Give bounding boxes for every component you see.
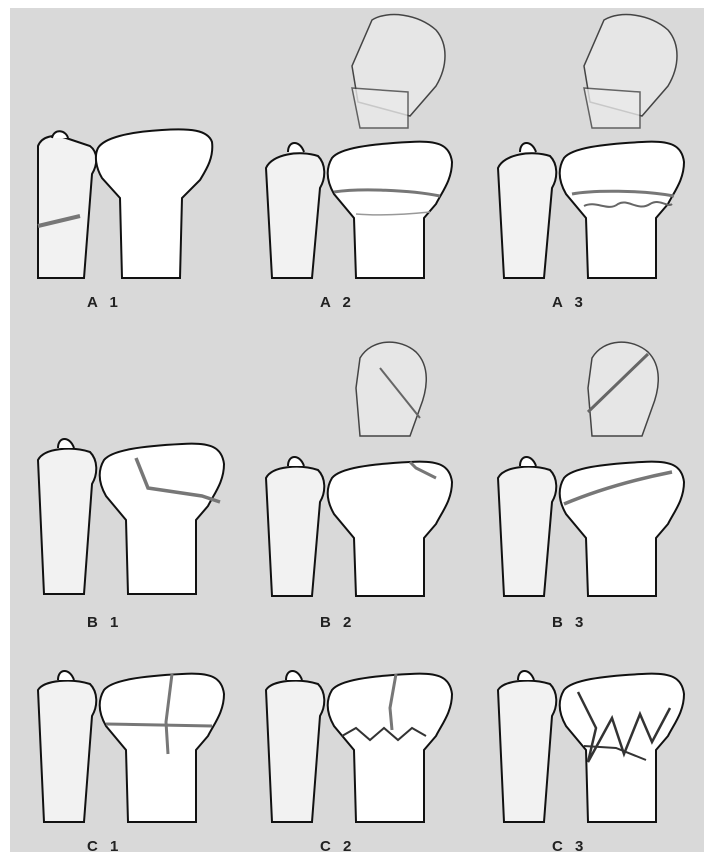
- bone-drawing-c2: [260, 658, 470, 826]
- panel-label: A 2: [320, 294, 355, 311]
- bone-drawing-c1: [32, 658, 242, 826]
- bone-drawing-b1: [32, 418, 242, 598]
- bone-drawing-c3: [492, 658, 702, 826]
- panel-label: B 3: [552, 614, 587, 631]
- bone-drawing-a1: [32, 108, 242, 283]
- bone-drawing-a3: [492, 8, 702, 283]
- panel-label: C 2: [320, 838, 355, 855]
- panel-label: C 1: [87, 838, 122, 855]
- panel-b3: B 3: [492, 328, 702, 628]
- panel-label: B 1: [87, 614, 122, 631]
- bone-drawing-b3: [492, 328, 702, 600]
- figure-plate: A 1 A 2 A 3: [10, 8, 704, 852]
- bone-drawing-b2: [260, 328, 470, 600]
- panel-label: A 3: [552, 294, 587, 311]
- panel-c2: C 2: [260, 658, 470, 852]
- panel-label: A 1: [87, 294, 122, 311]
- panel-c3: C 3: [492, 658, 702, 852]
- panel-b1: B 1: [32, 418, 242, 628]
- panel-b2: B 2: [260, 328, 470, 628]
- panel-a2: A 2: [260, 8, 470, 308]
- bone-drawing-a2: [260, 8, 470, 283]
- panel-label: B 2: [320, 614, 355, 631]
- panel-c1: C 1: [32, 658, 242, 852]
- panel-a3: A 3: [492, 8, 702, 308]
- panel-label: C 3: [552, 838, 587, 855]
- panel-a1: A 1: [32, 108, 242, 308]
